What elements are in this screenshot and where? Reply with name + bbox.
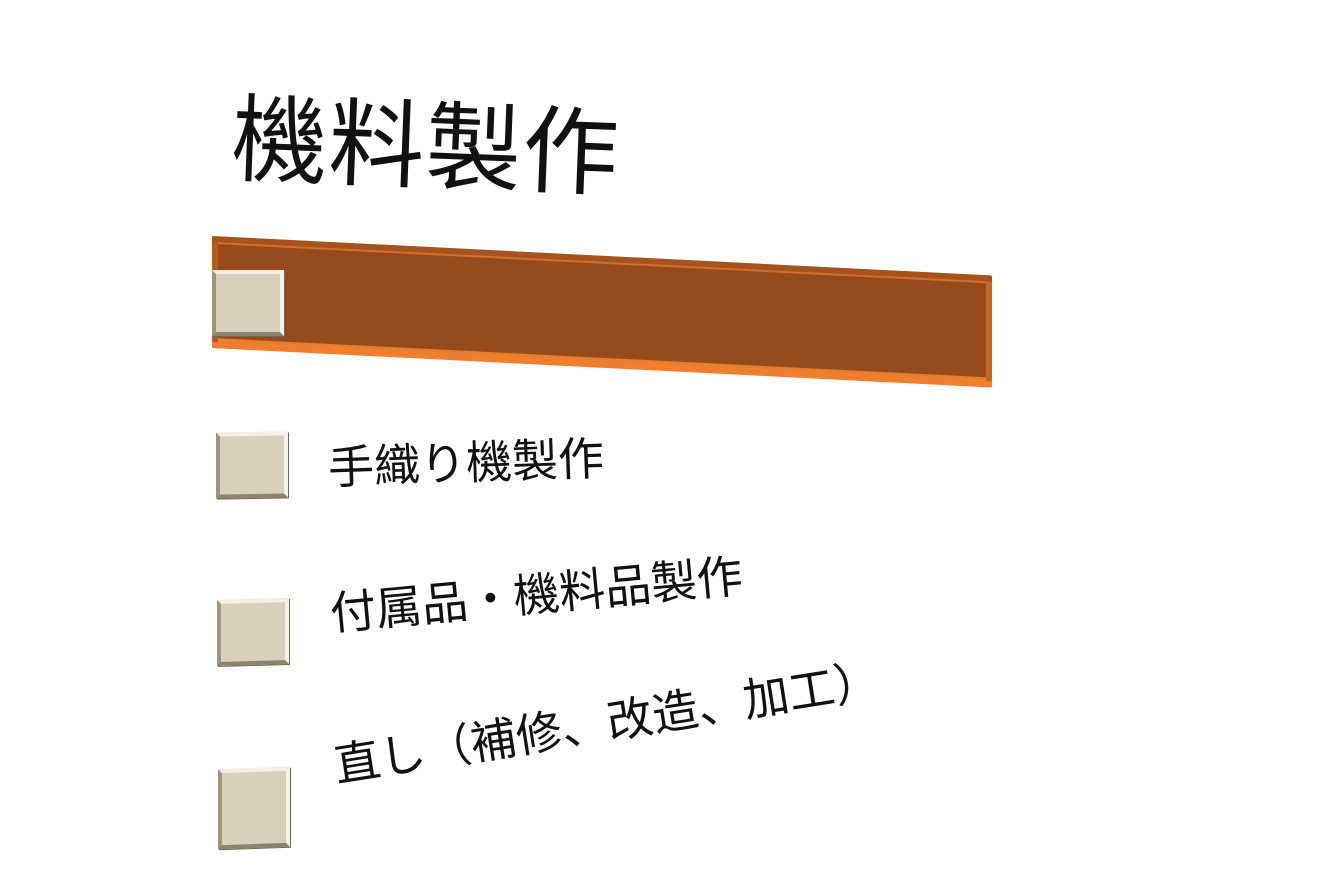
bullet-square-1 [216, 431, 288, 499]
bullet-square-2 [217, 598, 289, 666]
title-underline-bar [212, 236, 992, 388]
list-item-3: 直し（補修、改造、加工） [330, 652, 884, 793]
list-item-1: 手織り機製作 [327, 431, 605, 495]
bar-face [218, 244, 986, 378]
slide-title: 機料製作 [229, 84, 622, 211]
list-item-2: 付属品・機料品製作 [327, 548, 746, 641]
bullet-square-3 [218, 766, 290, 850]
bar-bullet-square [212, 270, 284, 336]
